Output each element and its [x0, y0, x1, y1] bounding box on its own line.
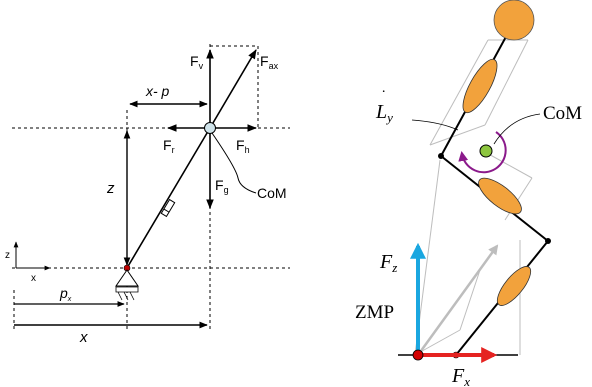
- fax-arrow: [209, 49, 257, 129]
- angular-momentum-arrow: [458, 131, 507, 174]
- com-callout-line-right: [493, 113, 541, 145]
- axis-x-label: x: [31, 273, 36, 284]
- com-label-left: CoM: [257, 185, 287, 201]
- fr-label: Fr: [163, 137, 175, 155]
- fh-label: Fh: [236, 137, 250, 155]
- leg-prismatic-joint-icon: [160, 198, 176, 218]
- left-inverted-pendulum-diagram: Fv Fax x- p Fr Fh Fg z CoM z x px x: [5, 44, 290, 346]
- fx-label: Fx: [451, 365, 470, 387]
- robot-thigh-link: [478, 177, 522, 215]
- knee-joint: [545, 238, 551, 244]
- hip-joint: [438, 153, 444, 159]
- ly-dot: ˙: [381, 88, 386, 105]
- gray-reference-lines: [414, 39, 533, 356]
- ly-callout-line: [411, 119, 459, 131]
- px-label: px: [59, 285, 72, 303]
- com-marker: [204, 122, 216, 134]
- com-marker-right: [479, 144, 493, 158]
- resultant-force-arrow: [416, 244, 499, 356]
- com-label-right: CoM: [543, 103, 582, 124]
- foot-support-icon: [115, 269, 139, 301]
- fv-label: Fv: [190, 53, 204, 71]
- fax-label: Fax: [260, 53, 279, 71]
- right-biped-robot-diagram: Ly ˙ CoM Fz ZMP Fx: [355, 0, 582, 387]
- x-minus-p-label: x- p: [145, 83, 170, 99]
- fg-label: Fg: [215, 177, 229, 195]
- com-callout-line: [211, 132, 257, 194]
- fz-label: Fz: [379, 251, 397, 275]
- zmp-label: ZMP: [355, 302, 394, 323]
- z-dimension-label: z: [106, 180, 115, 197]
- x-dimension-label: x: [79, 329, 88, 346]
- pendulum-leg-line: [126, 127, 211, 269]
- axis-z-label: z: [5, 250, 10, 261]
- robot-shin-link: [496, 266, 532, 306]
- robot-head: [493, 0, 535, 41]
- ly-label: Ly: [375, 101, 393, 125]
- zmp-point-right: [412, 349, 424, 361]
- robot-torso-link: [462, 58, 498, 114]
